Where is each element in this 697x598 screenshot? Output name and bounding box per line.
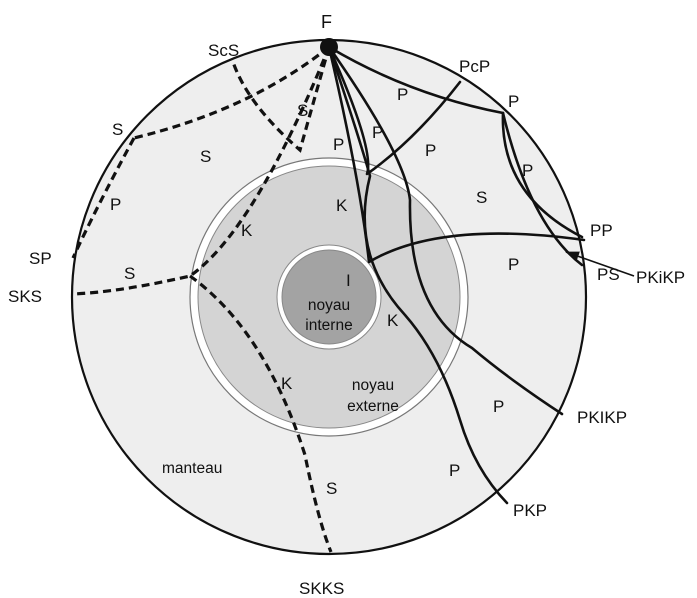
segment-label-s: S [326, 479, 337, 498]
ray-label-pcp: PcP [459, 57, 490, 76]
ray-label-scs: ScS [208, 41, 239, 60]
segment-label-p: P [372, 123, 383, 142]
pcp-ray [327, 45, 462, 176]
segment-label-k: K [281, 374, 293, 393]
ray-label-sks: SKS [8, 287, 42, 306]
pkp-ray [327, 45, 509, 505]
mantle-label: manteau [162, 460, 222, 477]
inner-core-label: interne [305, 317, 352, 334]
sp-ray [71, 137, 136, 259]
segment-label-k: K [387, 311, 399, 330]
segment-label-p: P [397, 85, 408, 104]
segment-label-s: S [476, 188, 487, 207]
segment-label-s: S [200, 147, 211, 166]
segment-label-p: P [425, 141, 436, 160]
segment-label-p: P [493, 397, 504, 416]
skks-ray [189, 274, 333, 553]
ray-label-s: S [112, 120, 123, 139]
inner-core-label: noyau [308, 297, 350, 314]
segment-label-s: S [124, 264, 135, 283]
segment-label-p: P [522, 161, 533, 180]
ray-label-pp: PP [590, 221, 613, 240]
p-ray [327, 45, 505, 115]
ray-label-pkikp-arrow: PKiKP [636, 268, 685, 287]
scs-ray [231, 46, 331, 153]
ray-label-pkikp: PKIKP [577, 408, 627, 427]
source-label: F [321, 12, 332, 32]
ray-label-ps: PS [597, 265, 620, 284]
outer-core-label: externe [347, 398, 399, 415]
outer-core-label: noyau [352, 377, 394, 394]
ray-label-sp: SP [29, 249, 52, 268]
segment-label-p: P [449, 461, 460, 480]
segment-label-k: K [241, 221, 253, 240]
segment-label-p: P [333, 135, 344, 154]
pkikp-inner-ray [327, 45, 586, 264]
segment-label-s: S [297, 101, 308, 120]
sks-ray [72, 46, 331, 296]
segment-label-i: I [346, 271, 351, 290]
segment-label-k: K [336, 196, 348, 215]
segment-label-p: P [508, 255, 519, 274]
inner-core [281, 249, 377, 345]
pkikp-pointer-arrow [565, 251, 635, 277]
segment-label-p: P [110, 195, 121, 214]
pp-ray [501, 111, 584, 239]
ray-label-skks: SKKS [299, 579, 344, 598]
ray-label-pkp: PKP [513, 501, 547, 520]
ray-label-p: P [508, 92, 519, 111]
source-point [320, 38, 338, 56]
s-ray [133, 45, 330, 140]
pkikp-ray [327, 45, 564, 416]
